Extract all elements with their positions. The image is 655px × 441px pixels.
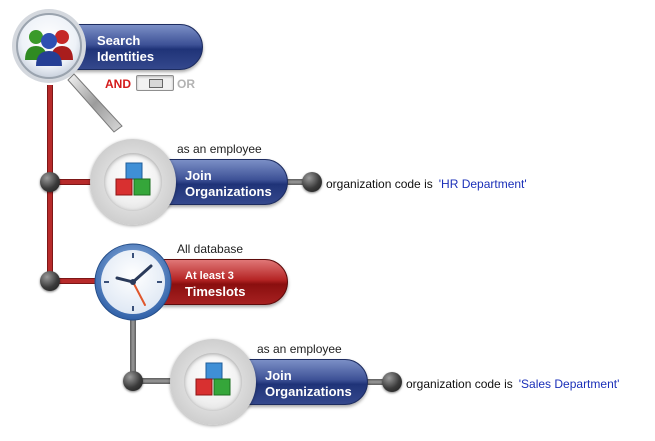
join-1-label-1: Join xyxy=(185,168,212,183)
cubes-icon xyxy=(195,362,231,396)
timeslots-label-1: At least 3 xyxy=(185,270,234,282)
condition-connector-2 xyxy=(364,379,394,385)
join-2-condition[interactable]: organization code is 'Sales Department' xyxy=(406,377,619,391)
join-2-label-1: Join xyxy=(265,368,292,383)
join-1-condition[interactable]: organization code is 'HR Department' xyxy=(326,177,527,191)
junction-knob-3[interactable] xyxy=(123,371,143,391)
timeslot-connector-vertical xyxy=(130,316,136,384)
search-identities-node[interactable]: Search Identities xyxy=(70,24,203,70)
join-1-condition-field: organization code is xyxy=(326,177,433,191)
cubes-icon xyxy=(115,162,151,196)
join-2-condition-field: organization code is xyxy=(406,377,513,391)
condition-connector-1 xyxy=(284,179,314,185)
search-node-label-1: Search xyxy=(97,33,141,48)
timeslots-node[interactable]: At least 3 Timeslots xyxy=(158,259,288,305)
join-organizations-node-2[interactable]: Join Organizations xyxy=(238,359,368,405)
clock-icon xyxy=(93,242,173,322)
condition-knob-1[interactable] xyxy=(302,172,322,192)
toggle-thumb xyxy=(149,79,163,88)
condition-knob-2[interactable] xyxy=(382,372,402,392)
timeslots-caption: All database xyxy=(177,242,244,256)
search-node-label-2: Identities xyxy=(97,49,155,64)
junction-knob-1[interactable] xyxy=(40,172,60,192)
join-1-label-2: Organizations xyxy=(185,184,272,199)
join-1-caption: as an employee xyxy=(177,142,262,156)
junction-knob-2[interactable] xyxy=(40,271,60,291)
gear-cubes-icon xyxy=(90,139,176,225)
join-2-caption: as an employee xyxy=(257,342,342,356)
connector-to-timeslots xyxy=(50,278,102,284)
and-label[interactable]: AND xyxy=(105,77,131,91)
or-label[interactable]: OR xyxy=(177,77,195,91)
join-2-label-2: Organizations xyxy=(265,384,352,399)
magnifier-icon xyxy=(10,8,130,133)
join-organizations-node-1[interactable]: Join Organizations xyxy=(158,159,288,205)
and-or-toggle[interactable] xyxy=(136,75,174,91)
connector-to-join-2 xyxy=(132,378,184,384)
gear-cubes-icon xyxy=(170,339,256,425)
timeslots-label-2: Timeslots xyxy=(185,284,246,299)
join-1-condition-value[interactable]: 'HR Department' xyxy=(438,177,527,191)
join-2-condition-value[interactable]: 'Sales Department' xyxy=(518,377,620,391)
connector-to-join-1 xyxy=(50,179,102,185)
